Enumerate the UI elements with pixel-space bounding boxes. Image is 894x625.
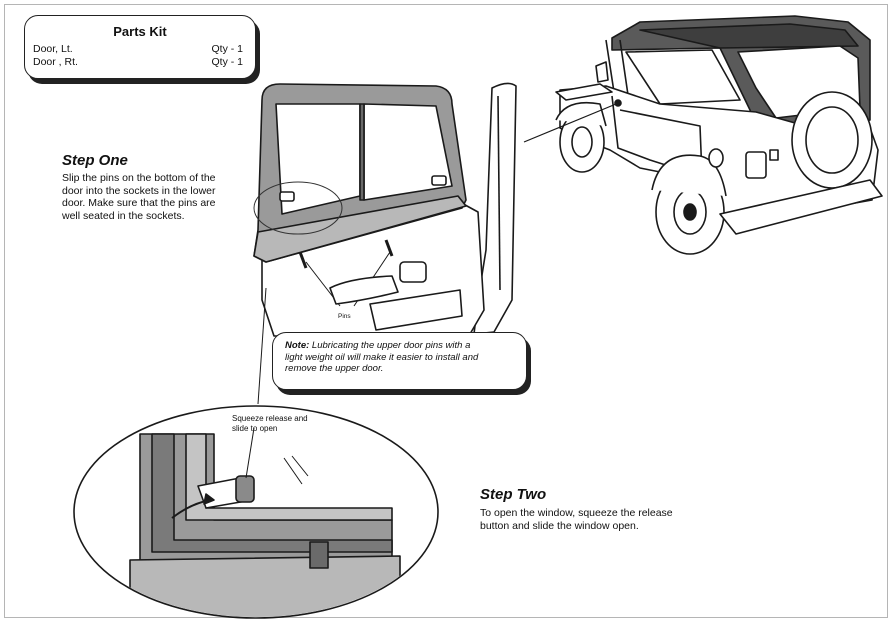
jeep-illustration	[523, 15, 883, 255]
note-text: Note: Lubricating the upper door pins wi…	[285, 340, 518, 375]
squeeze-label-line: Squeeze release and	[232, 414, 308, 423]
parts-kit-qty: Qty - 1	[211, 43, 243, 55]
step-two-title: Step Two	[480, 486, 547, 503]
parts-kit-item: Door, Lt.	[33, 43, 73, 55]
note-line: Lubricating the upper door pins with a	[309, 340, 471, 351]
note-line: light weight oil will make it easier to …	[285, 351, 479, 363]
door-illustration	[253, 82, 517, 405]
step-one-line: Slip the pins on the bottom of the	[62, 172, 216, 184]
step-two-text: To open the window, squeeze the release …	[480, 507, 673, 532]
pins-label: Pins	[338, 313, 351, 320]
parts-kit-box: Parts Kit Door, Lt. Qty - 1 Door , Rt. Q…	[24, 15, 256, 79]
step-one-title: Step One	[62, 152, 128, 169]
note-box: Note: Lubricating the upper door pins wi…	[272, 332, 527, 390]
page-frame	[4, 4, 888, 618]
parts-kit-qty: Qty - 1	[211, 56, 243, 68]
parts-kit-item: Door , Rt.	[33, 56, 78, 68]
step-two-line: To open the window, squeeze the release	[480, 507, 673, 519]
squeeze-label-line: slide to open	[232, 423, 278, 433]
step-one-line: door. Make sure that the pins are	[62, 197, 216, 209]
step-one-line: door into the sockets in the lower	[62, 184, 216, 197]
step-one-line: well seated in the sockets.	[62, 209, 185, 222]
step-one-text: Slip the pins on the bottom of the door …	[62, 172, 216, 222]
squeeze-release-label: Squeeze release and slide to open	[232, 414, 308, 433]
parts-kit-row: Door , Rt. Qty - 1	[33, 56, 243, 68]
parts-kit-row: Door, Lt. Qty - 1	[33, 43, 243, 55]
note-line: remove the upper door.	[285, 363, 384, 374]
note-label: Note:	[285, 340, 310, 351]
release-detail-illustration	[73, 405, 439, 619]
step-two-line: button and slide the window open.	[480, 519, 639, 532]
parts-kit-title: Parts Kit	[113, 24, 167, 39]
